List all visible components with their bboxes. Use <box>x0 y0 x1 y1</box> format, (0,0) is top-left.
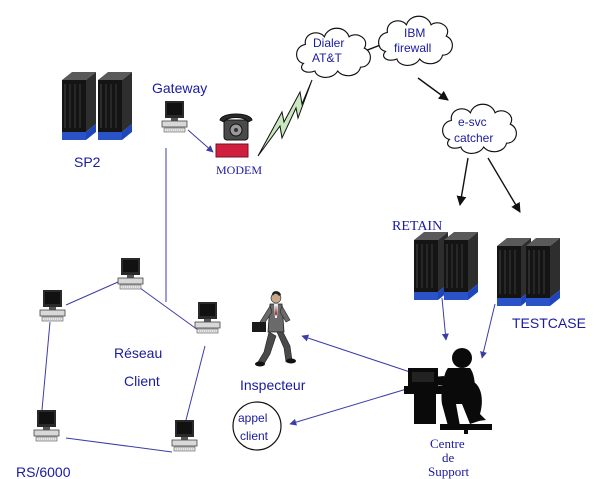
arrow-esvc-to-retain <box>456 157 469 206</box>
centre-label-line2: de <box>442 450 455 465</box>
link-ws-top-to-ws-left <box>65 281 119 306</box>
modem-label: MODEM <box>216 163 262 177</box>
arrow-retain-to-centre <box>441 297 449 341</box>
workstation-icon <box>161 100 188 133</box>
workstation-icon <box>117 257 144 290</box>
server-rack-icon <box>443 231 479 301</box>
rs6000-label: RS/6000 <box>16 464 71 479</box>
sp2-label: SP2 <box>74 154 101 170</box>
workstation-icon <box>171 419 198 452</box>
dialer-label-line1: Dialer <box>313 36 344 50</box>
retain-servers <box>413 231 479 301</box>
lightning-bolt-icon <box>257 79 313 157</box>
link-rs6000-to-ws-bottom <box>65 437 173 453</box>
inspecteur-label: Inspecteur <box>240 377 306 393</box>
testcase-label: TESTCASE <box>512 315 586 331</box>
server-rack-icon <box>97 71 133 141</box>
workstation-icon <box>194 301 221 334</box>
walking-person-icon <box>252 291 296 367</box>
workstation-icon <box>39 289 66 322</box>
centre-label-line1: Centre <box>430 436 465 451</box>
appel-client-label-line1: appel <box>238 411 267 425</box>
link-ws-right-to-ws-bottom <box>185 345 206 421</box>
retain-label: RETAIN <box>392 219 442 234</box>
ibm-label-line1: IBM <box>404 26 425 40</box>
link-gateway-to-modem <box>187 129 214 153</box>
server-rack-icon <box>496 237 532 307</box>
arrow-esvc-to-testcase <box>487 157 521 213</box>
reseau-label-line1: Réseau <box>114 345 162 361</box>
ibm-label-line2: firewall <box>394 41 431 55</box>
esvc-label-line2: catcher <box>454 131 493 145</box>
arrow-testcase-to-centre <box>480 303 496 359</box>
dialer-label-line2: AT&T <box>312 51 342 65</box>
modem-icon <box>215 143 249 158</box>
gateway-label: Gateway <box>152 80 207 96</box>
server-rack-icon <box>61 71 97 141</box>
seated-operator-icon <box>404 348 492 434</box>
server-rack-icon <box>525 237 561 307</box>
server-rack-icon <box>413 231 449 301</box>
link-ws-left-to-rs6000 <box>41 321 51 411</box>
testcase-servers <box>496 237 561 307</box>
esvc-label-line1: e-svc <box>458 115 487 129</box>
link-ws-top-to-ws-right <box>139 287 199 331</box>
reseau-label-line2: Client <box>124 373 160 389</box>
arrow-ibm-to-esvc <box>417 77 449 101</box>
arrow-centre-to-appel-client <box>289 387 411 426</box>
arrow-centre-to-inspecteur <box>301 334 411 373</box>
centre-label-line3: Support <box>428 464 470 479</box>
appel-client-circle <box>232 401 282 451</box>
sp2-servers <box>61 71 133 141</box>
telephone-icon <box>219 113 253 141</box>
appel-client-label-line2: client <box>240 429 269 443</box>
network-links <box>41 129 496 453</box>
workstation-icon <box>33 409 60 442</box>
